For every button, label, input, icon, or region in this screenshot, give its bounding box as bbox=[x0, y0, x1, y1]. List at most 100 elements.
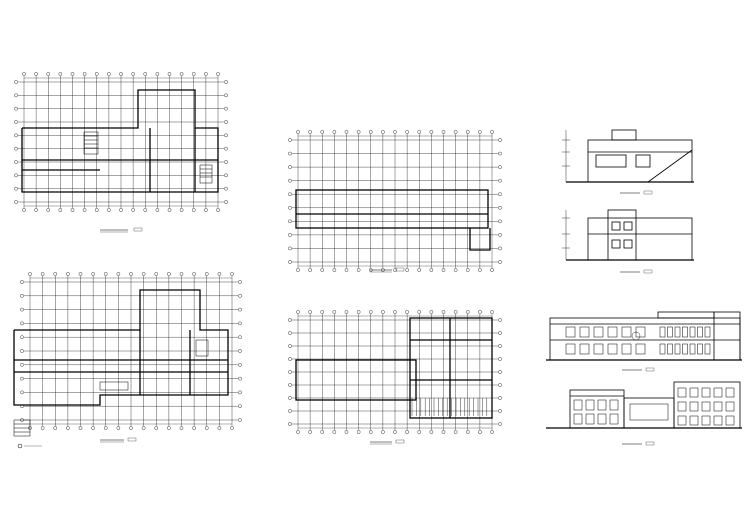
grid-bubble bbox=[498, 165, 502, 169]
grid-bubble bbox=[204, 272, 209, 276]
grid-bubble bbox=[498, 192, 502, 197]
grid-bubble bbox=[224, 173, 228, 178]
grid-bubble bbox=[191, 72, 196, 76]
grid-bubble bbox=[119, 72, 123, 76]
plan-1-stair bbox=[83, 131, 213, 184]
grid-bubble bbox=[217, 272, 222, 276]
grid-bubble bbox=[66, 272, 70, 276]
grid-bubble bbox=[381, 430, 385, 434]
grid-bubble bbox=[131, 208, 135, 212]
grid-bubble bbox=[224, 146, 228, 151]
grid-bubble bbox=[82, 208, 87, 212]
window bbox=[667, 343, 673, 355]
elev-3-caption bbox=[622, 367, 655, 372]
grid-bubble bbox=[53, 426, 58, 430]
plan-3-caption bbox=[100, 437, 137, 443]
grid-bubble bbox=[238, 418, 242, 422]
grid-bubble bbox=[58, 72, 63, 76]
grid-bubble bbox=[70, 208, 75, 212]
plan-1-walls bbox=[21, 89, 219, 193]
elev-4-windows bbox=[573, 387, 735, 426]
grid-bubble bbox=[154, 426, 159, 430]
grid-bubble bbox=[14, 133, 18, 138]
window bbox=[621, 326, 632, 338]
grid-bubble bbox=[78, 426, 83, 430]
grid-bubble bbox=[14, 146, 18, 151]
grid-bubble bbox=[179, 208, 184, 212]
rear-elevation bbox=[546, 381, 742, 446]
window bbox=[635, 326, 646, 338]
grid-bubble bbox=[70, 72, 75, 76]
grid-bubble bbox=[465, 430, 470, 434]
grid-bubble bbox=[498, 331, 502, 335]
grid-bubble bbox=[14, 80, 18, 84]
window bbox=[593, 326, 604, 338]
grid-bubble bbox=[141, 272, 146, 276]
grid-bubble bbox=[368, 430, 373, 434]
grid-bubble bbox=[191, 208, 196, 212]
window bbox=[609, 413, 619, 425]
window bbox=[609, 399, 619, 411]
grid-bubble bbox=[119, 208, 123, 212]
grid-bubble bbox=[46, 72, 51, 76]
grid-bubble bbox=[14, 160, 18, 164]
grid-bubble bbox=[224, 186, 228, 191]
grid-bubble bbox=[224, 106, 228, 111]
grid-bubble bbox=[288, 383, 292, 387]
floor-plan-3 bbox=[13, 272, 242, 449]
grid-bubble bbox=[238, 404, 242, 409]
grid-bubble bbox=[368, 130, 373, 134]
grid-bubble bbox=[224, 133, 228, 138]
grid-bubble bbox=[22, 72, 26, 76]
floor-plan-4 bbox=[288, 310, 502, 445]
grid-bubble bbox=[498, 219, 502, 224]
grid-bubble bbox=[441, 430, 446, 434]
grid-bubble bbox=[167, 72, 172, 76]
grid-bubble bbox=[230, 272, 234, 276]
grid-bubble bbox=[34, 208, 38, 212]
grid-bubble bbox=[238, 321, 242, 326]
grid-bubble bbox=[216, 208, 220, 212]
grid-bubble bbox=[490, 310, 494, 314]
grid-bubble bbox=[167, 426, 171, 430]
grid-bubble bbox=[238, 362, 242, 367]
elev-2-levels bbox=[562, 210, 570, 260]
grid-bubble bbox=[288, 409, 292, 413]
grid-bubble bbox=[332, 310, 337, 314]
grid-bubble bbox=[238, 376, 242, 381]
grid-bubble bbox=[53, 272, 58, 276]
grid-bubble bbox=[453, 130, 458, 134]
window bbox=[593, 343, 604, 355]
plan-1-caption bbox=[100, 227, 143, 233]
window bbox=[674, 326, 681, 338]
grid-bubble bbox=[478, 268, 482, 272]
grid-bubble bbox=[40, 272, 45, 276]
grid-bubble bbox=[405, 130, 409, 134]
floor-plan-2 bbox=[288, 130, 502, 273]
grid-bubble bbox=[58, 208, 63, 212]
window bbox=[689, 326, 696, 338]
grid-bubble bbox=[465, 130, 470, 134]
grid-bubble bbox=[288, 370, 292, 374]
grid-bubble bbox=[498, 422, 502, 426]
grid-bubble bbox=[498, 246, 502, 251]
plan-3-details bbox=[13, 339, 209, 449]
grid-bubble bbox=[82, 72, 87, 76]
grid-bubble bbox=[296, 130, 300, 134]
window bbox=[607, 326, 618, 338]
plan-2-grid bbox=[288, 130, 502, 272]
grid-bubble bbox=[465, 310, 470, 314]
grid-bubble bbox=[498, 178, 502, 183]
grid-bubble bbox=[308, 430, 312, 434]
grid-bubble bbox=[296, 268, 300, 272]
plan-2-caption bbox=[370, 267, 405, 273]
grid-bubble bbox=[66, 426, 70, 430]
grid-bubble bbox=[453, 430, 458, 434]
grid-bubble bbox=[393, 130, 397, 134]
grid-bubble bbox=[288, 138, 292, 142]
grid-bubble bbox=[368, 310, 373, 314]
grid-bubble bbox=[288, 260, 292, 264]
grid-bubble bbox=[230, 426, 234, 430]
grid-bubble bbox=[417, 130, 422, 134]
